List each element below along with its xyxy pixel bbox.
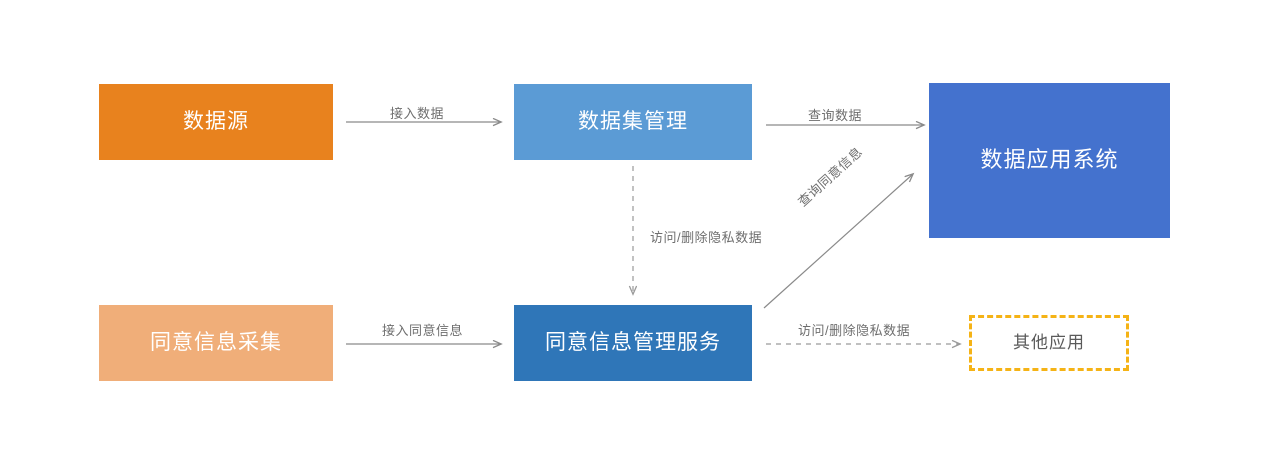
node-data-application-system-label: 数据应用系统 xyxy=(980,147,1119,173)
node-data-application-system[interactable]: 数据应用系统 xyxy=(929,83,1170,238)
edge-query-consent-line xyxy=(763,172,915,309)
node-other-applications[interactable]: 其他应用 xyxy=(969,315,1129,371)
edge-label-ingest-data: 接入数据 xyxy=(390,106,445,121)
edge-label-ingest-consent-info: 接入同意信息 xyxy=(382,323,464,338)
node-other-applications-label: 其他应用 xyxy=(1013,332,1085,352)
node-datasource[interactable]: 数据源 xyxy=(99,84,333,160)
node-dataset-management[interactable]: 数据集管理 xyxy=(514,84,752,160)
edge-label-access-delete-private-data-bottom: 访问/删除隐私数据 xyxy=(798,323,911,338)
edge-label-access-delete-private-data-top: 访问/删除隐私数据 xyxy=(650,230,763,245)
node-consent-management-service[interactable]: 同意信息管理服务 xyxy=(514,305,752,381)
edge-label-query-consent-info: 查询同意信息 xyxy=(795,144,866,210)
node-consent-collection-label: 同意信息采集 xyxy=(150,331,282,355)
node-dataset-management-label: 数据集管理 xyxy=(578,110,688,134)
node-datasource-label: 数据源 xyxy=(183,110,249,134)
node-consent-management-service-label: 同意信息管理服务 xyxy=(545,331,721,355)
edge-label-query-data: 查询数据 xyxy=(808,108,863,123)
node-consent-collection[interactable]: 同意信息采集 xyxy=(99,305,333,381)
